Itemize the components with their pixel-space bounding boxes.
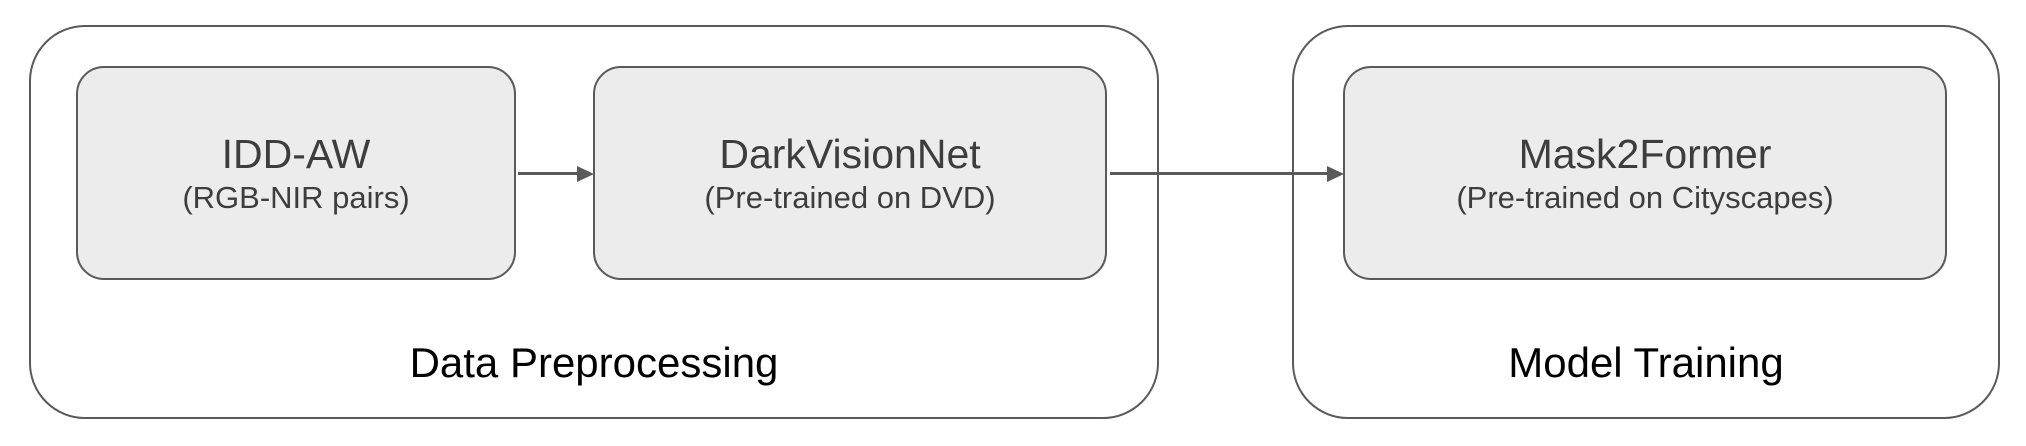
arrow-iddaw-to-darkvisionnet-shaft (518, 172, 579, 175)
arrow-iddaw-to-darkvisionnet-head-icon (577, 165, 594, 182)
node-mask2former-title: Mask2Former (1518, 131, 1772, 177)
group-label-data-preprocessing: Data Preprocessing (409, 339, 779, 386)
node-mask2former-subtitle: (Pre-trained on Cityscapes) (1456, 180, 1834, 215)
node-idd-aw-subtitle: (RGB-NIR pairs) (182, 180, 410, 215)
node-idd-aw: IDD-AW (RGB-NIR pairs) (76, 66, 516, 280)
group-label-model-training: Model Training (1508, 339, 1784, 386)
node-darkvisionnet-subtitle: (Pre-trained on DVD) (704, 180, 996, 215)
arrow-darkvisionnet-to-mask2former-head-icon (1327, 165, 1344, 182)
arrow-darkvisionnet-to-mask2former-shaft (1110, 172, 1329, 175)
node-darkvisionnet: DarkVisionNet (Pre-trained on DVD) (593, 66, 1107, 280)
node-idd-aw-title: IDD-AW (221, 131, 371, 177)
node-mask2former: Mask2Former (Pre-trained on Cityscapes) (1343, 66, 1947, 280)
node-darkvisionnet-title: DarkVisionNet (719, 131, 981, 177)
